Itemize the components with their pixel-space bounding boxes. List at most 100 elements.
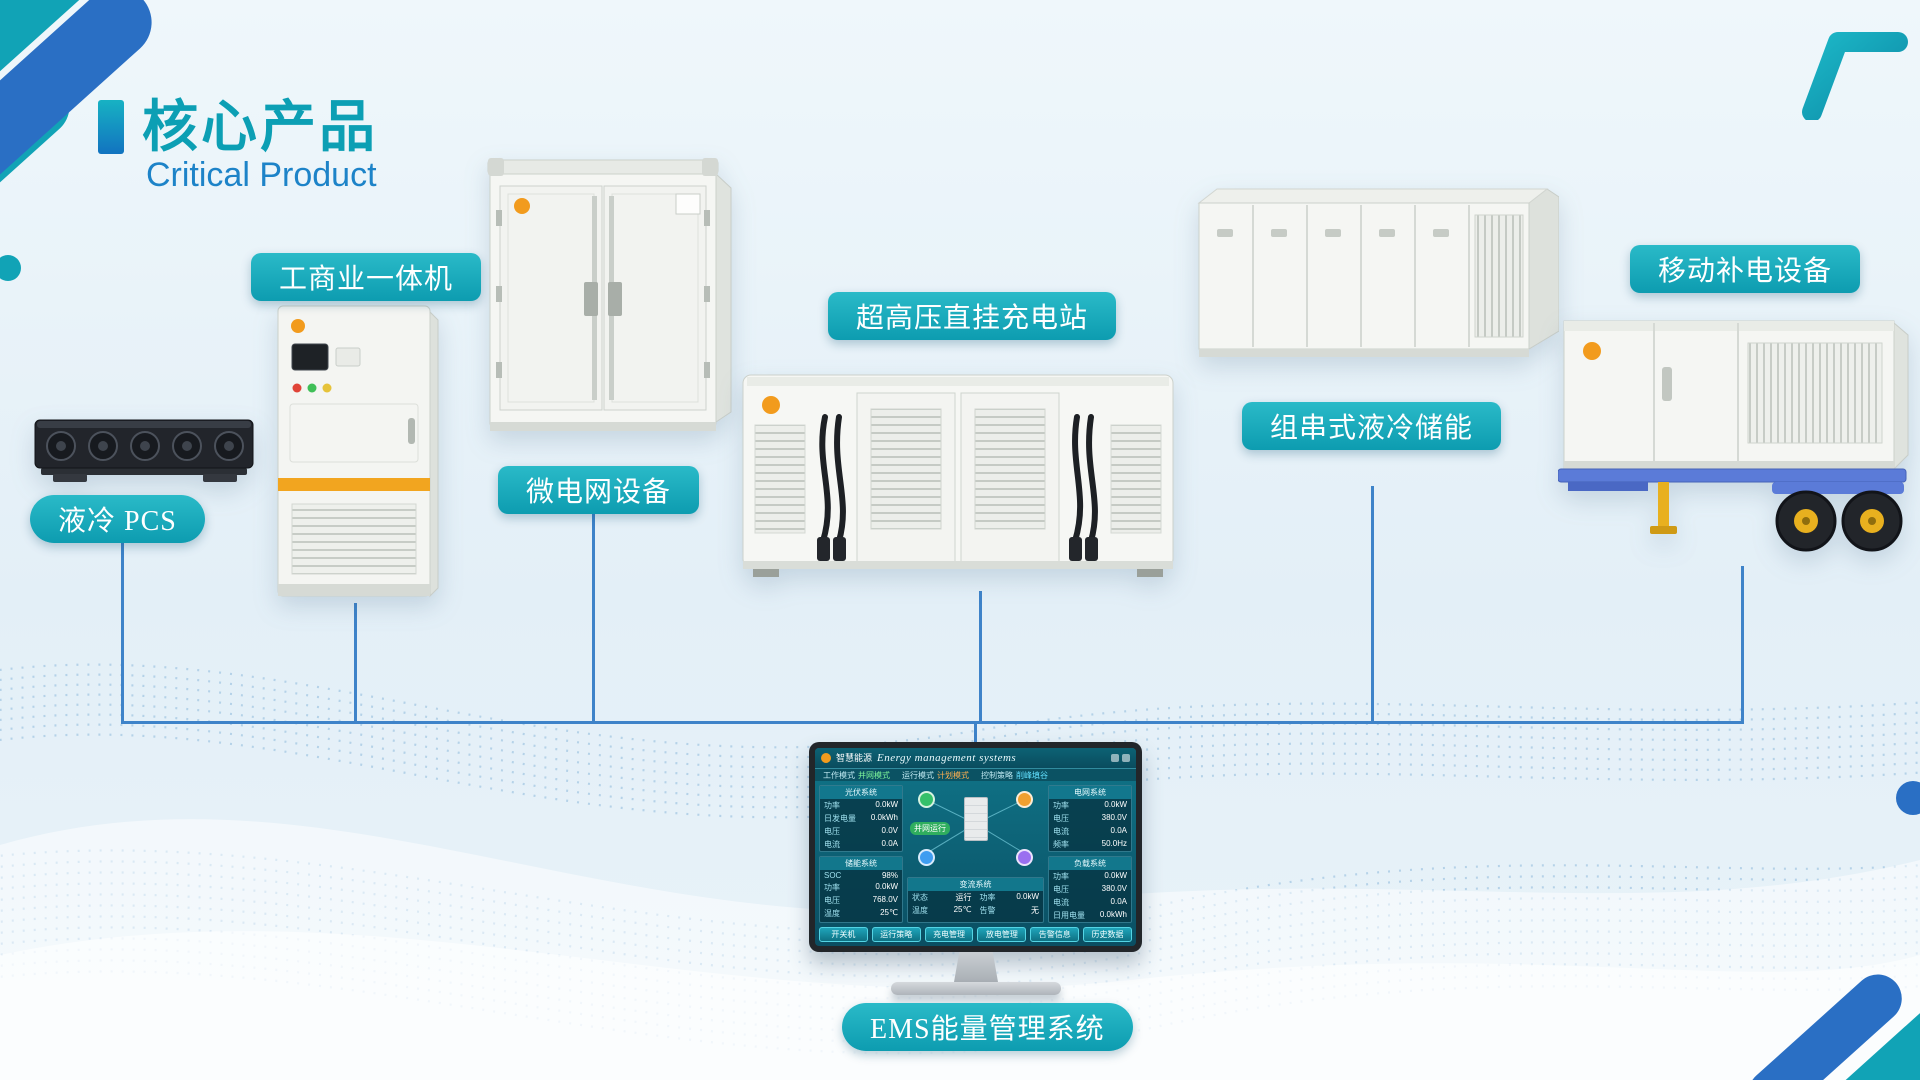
monitor-stand-base xyxy=(891,982,1061,995)
string-ess-image xyxy=(1195,181,1560,375)
grid-node-icon xyxy=(1016,790,1034,808)
connector-mobile-power xyxy=(1741,566,1744,723)
connector-microgrid xyxy=(592,513,595,723)
brand-logo-icon xyxy=(1583,342,1601,360)
connector-string-ess xyxy=(1371,486,1374,723)
indicator-red xyxy=(292,383,302,393)
screen-button: 开关机 xyxy=(819,927,868,942)
corner-decoration-bottom-right xyxy=(1748,781,1920,1080)
hmi-screen xyxy=(291,343,329,371)
charging-cables xyxy=(819,414,1098,544)
trailer xyxy=(1557,468,1907,552)
ems-header-icons xyxy=(1111,753,1130,762)
brand-logo-icon xyxy=(762,396,780,414)
landing-leg xyxy=(1658,482,1669,528)
ems-screen: 智慧能源 Energy management systems 工作模式并网模式 … xyxy=(815,748,1136,946)
panel-row: 状态运行 xyxy=(912,893,972,903)
mobile-power-unit-image xyxy=(1557,307,1915,576)
energy-flow-diagram: 并网运行 xyxy=(907,785,1044,873)
label-all-in-one: 工商业一体机 xyxy=(251,253,482,301)
status-item: 工作模式并网模式 xyxy=(823,770,890,780)
page-title: 核心产品 xyxy=(142,95,378,158)
run-state-chip: 并网运行 xyxy=(910,822,950,836)
indicator-yellow xyxy=(322,383,332,393)
screen-button: 放电管理 xyxy=(977,927,1027,942)
ems-button-bar: 开关机运行策略充电管理放电管理告警信息历史数据 xyxy=(815,927,1136,946)
ems-monitor: 智慧能源 Energy management systems 工作模式并网模式 … xyxy=(809,742,1142,1002)
panel-title: 储能系统 xyxy=(820,857,902,871)
connector-bus xyxy=(121,721,1744,724)
connector-pcs xyxy=(121,543,124,723)
label-mobile-power: 移动补电设备 xyxy=(1630,245,1861,293)
status-item: 控制策略削峰填谷 xyxy=(981,770,1048,780)
bell-icon xyxy=(1111,753,1119,762)
pv-node-icon xyxy=(917,790,935,808)
panel-title: 电网系统 xyxy=(1049,786,1131,800)
screen-button: 告警信息 xyxy=(1030,927,1080,942)
ems-brand-logo-icon xyxy=(821,752,831,763)
uhv-charging-station-image xyxy=(739,365,1177,596)
label-microgrid: 微电网设备 xyxy=(498,466,700,514)
load-node-icon xyxy=(1016,849,1034,867)
door-handles xyxy=(1217,229,1449,237)
ems-brand-name: 智慧能源 xyxy=(836,753,873,764)
panel-title: 变流系统 xyxy=(908,878,1043,892)
corner-decoration-top-left xyxy=(0,0,152,281)
liquid-cooled-pcs-image xyxy=(31,414,258,489)
door-handle xyxy=(608,282,622,316)
door-handle xyxy=(1662,367,1672,401)
monitor-stand-neck xyxy=(954,952,998,982)
indicator-green xyxy=(307,383,317,393)
ems-screen-title: Energy management systems xyxy=(877,751,1017,764)
panel-title: 光伏系统 xyxy=(820,786,902,800)
brand-logo-icon xyxy=(291,319,305,333)
screen-button: 充电管理 xyxy=(924,927,974,942)
door-handle xyxy=(584,282,598,316)
charging-connectors xyxy=(817,537,1098,561)
connector-charging-station xyxy=(979,591,982,723)
status-item: 运行模式计划模式 xyxy=(902,770,969,780)
label-string-ess: 组串式液冷储能 xyxy=(1242,402,1502,450)
label-charging-station: 超高压直挂充电站 xyxy=(828,292,1117,340)
all-in-one-cabinet-image xyxy=(272,298,444,608)
ems-status-bar: 工作模式并网模式 运行模式计划模式 控制策略削峰填谷 xyxy=(815,768,1136,782)
battery-node-icon xyxy=(917,849,935,867)
screen-button: 历史数据 xyxy=(1083,927,1132,942)
pcs-cabinet-icon xyxy=(963,797,988,842)
screen-button: 运行策略 xyxy=(871,927,921,942)
brand-logo-icon xyxy=(514,198,530,214)
connector-all-in-one xyxy=(354,603,357,723)
label-liquid-cooled-pcs: 液冷 PCS xyxy=(30,495,205,543)
ems-screen-header: 智慧能源 Energy management systems xyxy=(815,748,1136,769)
monitor-display: 智慧能源 Energy management systems 工作模式并网模式 … xyxy=(809,742,1142,952)
title-accent-bar xyxy=(98,100,124,154)
page-subtitle: Critical Product xyxy=(146,156,377,194)
